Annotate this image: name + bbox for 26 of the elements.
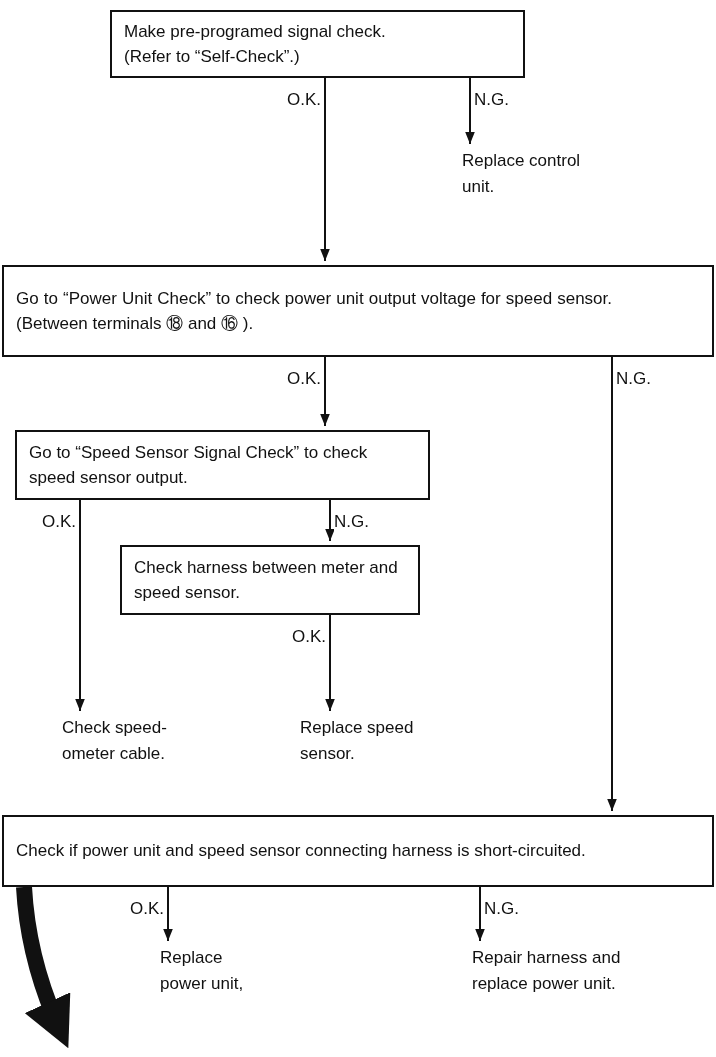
arrow <box>75 499 85 712</box>
arrow <box>163 886 173 942</box>
box-text: Check if power unit and speed sensor connecting harness is short-circuited. <box>16 840 586 863</box>
arrow <box>320 77 330 262</box>
arrow <box>325 499 335 542</box>
result-text: Repair harness and replace power unit. <box>472 947 622 995</box>
arrow <box>320 356 330 427</box>
thick-arrow <box>16 886 71 1049</box>
result-text: Replace power unit, <box>160 947 245 995</box>
process-box <box>110 10 525 78</box>
result-text: Replace speed sensor. <box>300 717 415 765</box>
arrow <box>325 614 335 712</box>
process-box <box>2 815 714 887</box>
result-text: Replace control unit. <box>462 150 582 198</box>
edge-label: N.G. <box>334 512 369 533</box>
arrow <box>607 356 617 812</box>
box-text: Go to “Power Unit Check” to check power unit output voltage for speed sensor. (Between terminals ⑱ and ⑯ ). <box>16 287 612 335</box>
process-box <box>2 265 714 357</box>
box-text: Make pre-programed signal check. (Refer to “Self-Check”.) <box>124 20 387 68</box>
process-box <box>120 545 420 615</box>
arrow <box>465 77 475 145</box>
box-text: Go to “Speed Sensor Signal Check” to check speed sensor output. <box>29 441 369 489</box>
arrow <box>475 886 485 942</box>
result-text: Check speed-ometer cable. <box>62 717 168 765</box>
process-box <box>15 430 430 500</box>
box-text: Check harness between meter and speed sensor. <box>134 556 399 604</box>
